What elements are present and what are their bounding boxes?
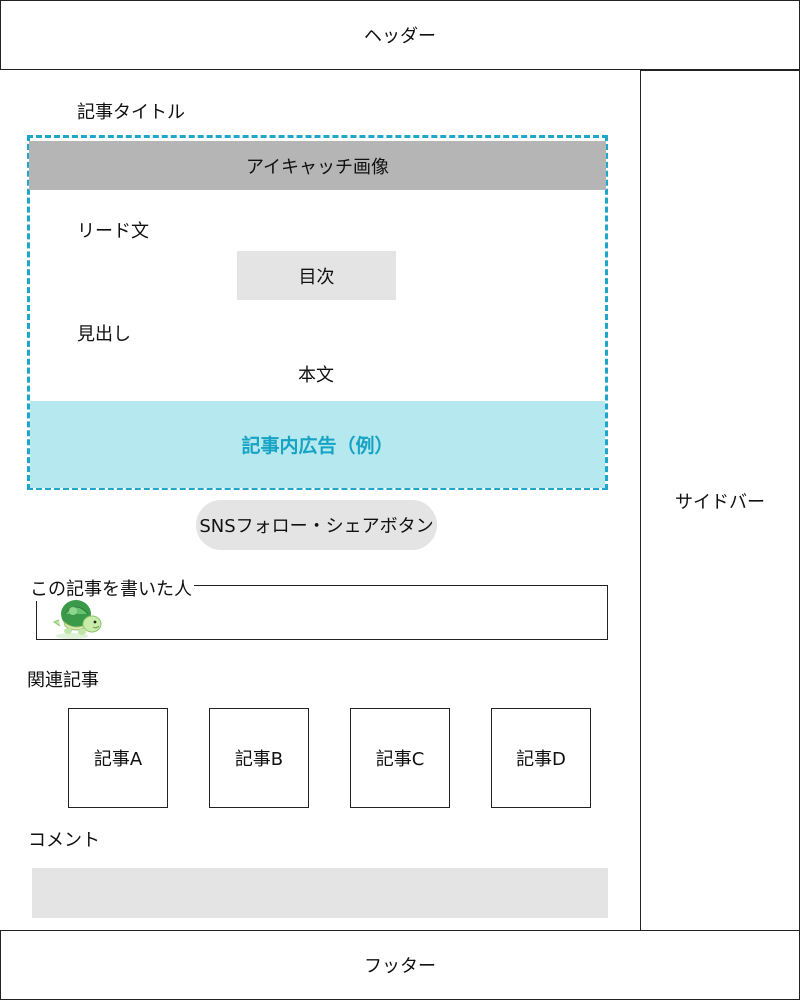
comment-area[interactable]	[32, 868, 608, 918]
author-box	[36, 585, 608, 640]
toc-label: 目次	[298, 266, 335, 288]
header-label: ヘッダー	[364, 26, 436, 47]
related-article-title: 記事C	[375, 749, 425, 770]
turtle-icon	[52, 596, 108, 642]
sidebar-block: サイドバー	[640, 70, 800, 931]
in-article-ad[interactable]: 記事内広告（例）	[30, 401, 605, 488]
related-article-card[interactable]: 記事C	[350, 708, 450, 808]
eyecatch-image: アイキャッチ画像	[29, 141, 606, 190]
article-body-frame	[27, 135, 608, 490]
eyecatch-label: アイキャッチ画像	[245, 156, 390, 178]
ad-label: 記事内広告（例）	[241, 435, 394, 457]
table-of-contents[interactable]: 目次	[237, 251, 396, 300]
related-article-card[interactable]: 記事D	[491, 708, 591, 808]
related-article-title: 記事D	[516, 749, 566, 770]
sidebar-label: サイドバー	[675, 491, 765, 513]
related-articles-label: 関連記事	[27, 670, 99, 691]
footer-label: フッター	[364, 956, 436, 977]
footer-block: フッター	[0, 930, 800, 1000]
related-article-card[interactable]: 記事B	[209, 708, 309, 808]
sns-label: SNSフォロー・シェアボタン	[199, 516, 434, 537]
related-article-card[interactable]: 記事A	[68, 708, 168, 808]
related-article-title: 記事B	[234, 749, 284, 770]
body-text: 本文	[298, 365, 334, 386]
article-title: 記事タイトル	[77, 102, 185, 123]
section-heading: 見出し	[77, 324, 131, 345]
author-label: この記事を書いた人	[30, 575, 194, 601]
related-article-title: 記事A	[93, 749, 143, 770]
sns-share-button[interactable]: SNSフォロー・シェアボタン	[196, 500, 437, 550]
header-block: ヘッダー	[0, 0, 800, 70]
comment-label: コメント	[28, 830, 100, 851]
lead-text: リード文	[77, 221, 149, 242]
